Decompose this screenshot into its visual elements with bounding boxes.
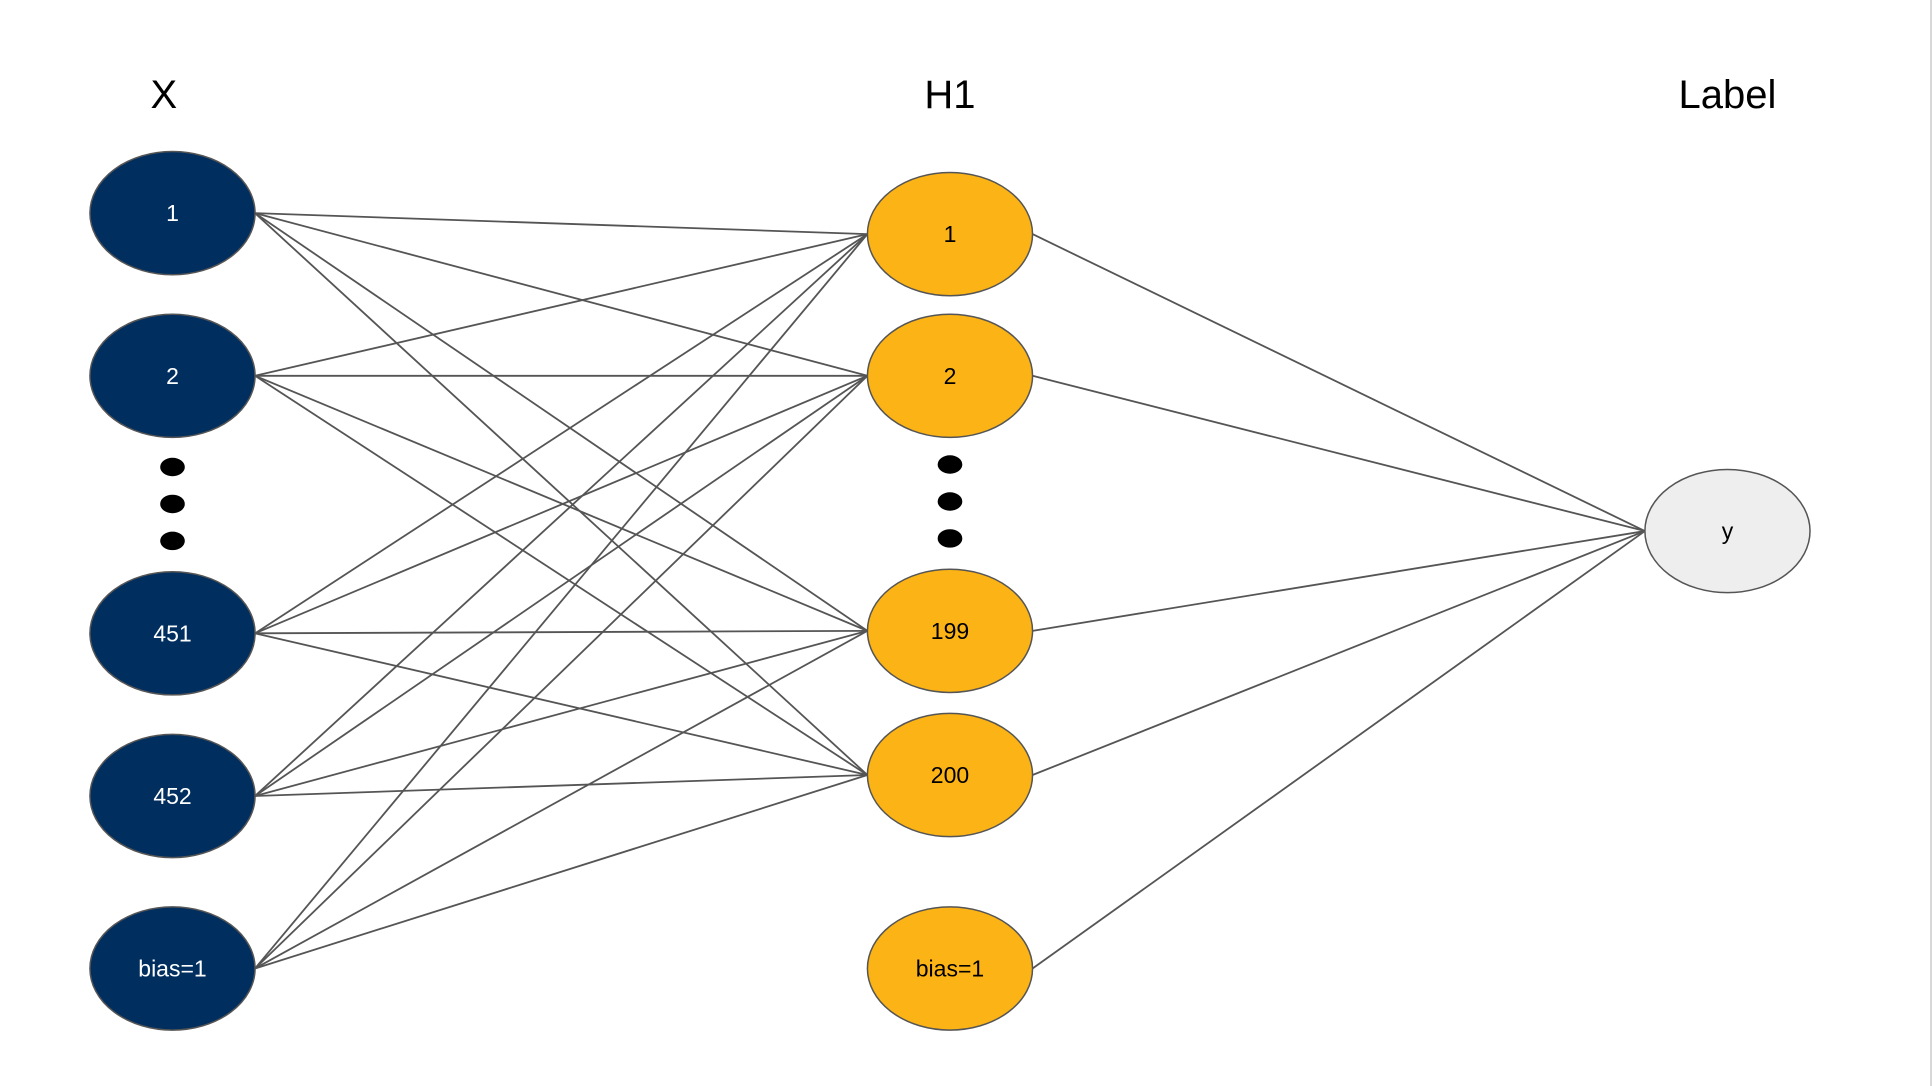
layer-title-x: X: [151, 73, 178, 117]
edge-x2-h200: [254, 375, 868, 776]
hidden-ellipsis-dot-2: [937, 492, 963, 511]
hidden-node-h199-label: 199: [931, 618, 969, 644]
input-node-x451-label: 451: [153, 620, 191, 646]
layer-title-label: Label: [1679, 73, 1777, 117]
input-node-x2-label: 2: [166, 363, 179, 389]
input-node-x451: 451: [89, 570, 256, 696]
input-node-x451-shape: [89, 570, 256, 696]
edge-x451-h199: [255, 629, 868, 635]
input-node-x2-shape: [89, 313, 256, 439]
edge-x451-h1: [254, 233, 868, 635]
hidden-node-h200-label: 200: [931, 762, 969, 788]
edge-hbias-y: [1032, 530, 1646, 970]
edge-x1-h2: [254, 212, 868, 377]
input-node-x2: 2: [89, 313, 256, 439]
input-node-x452-shape: [89, 733, 256, 859]
input-ellipsis-dot-2: [160, 494, 185, 514]
edge-x1-h200: [254, 212, 869, 776]
edge-x2-h1: [254, 233, 868, 377]
edge-xbias-h1: [254, 233, 869, 970]
edge-x1-h199: [254, 212, 868, 632]
edge-x452-h2: [254, 375, 868, 797]
hidden-node-hbias-label: bias=1: [916, 955, 984, 981]
layer-titles: X H1 Label: [151, 73, 1777, 117]
ellipsis-markers: [160, 455, 963, 551]
hidden-ellipsis-dot-1: [937, 455, 963, 474]
input-node-x1: 1: [89, 150, 256, 276]
hidden-node-h2-shape: [866, 313, 1034, 439]
input-ellipsis-dot-1: [160, 457, 185, 477]
input-node-xbias-label: bias=1: [138, 955, 206, 981]
hidden-node-h199: 199: [866, 568, 1034, 694]
output-node-y-label: y: [1722, 518, 1734, 544]
edge-h200-y: [1032, 530, 1646, 776]
input-node-xbias: bias=1: [89, 906, 256, 1031]
hidden-node-h1-shape: [866, 171, 1034, 297]
edge-xbias-h2: [254, 375, 869, 970]
edge-h199-y: [1032, 530, 1646, 632]
edge-h2-y: [1032, 374, 1646, 532]
page-edge-divider: [1930, 0, 1932, 1086]
hidden-node-h200-shape: [866, 712, 1034, 838]
edge-x452-h200: [255, 774, 868, 797]
input-node-x452: 452: [89, 733, 256, 859]
hidden-node-h1: 1: [866, 171, 1034, 297]
input-node-x1-label: 1: [166, 200, 179, 226]
edge-x452-h1: [254, 233, 869, 797]
edge-x1-h1: [255, 212, 868, 236]
hidden-node-h200: 200: [866, 712, 1034, 838]
input-node-xbias-shape: [89, 906, 256, 1031]
edge-x451-h2: [254, 374, 868, 635]
hidden-node-h1-label: 1: [944, 221, 957, 247]
hidden-node-hbias: bias=1: [866, 906, 1034, 1031]
edge-x2-h199: [254, 374, 868, 632]
edge-x452-h199: [254, 629, 868, 797]
hidden-ellipsis-dot-3: [937, 529, 963, 548]
input-node-x1-shape: [89, 150, 256, 276]
hidden-node-h2-label: 2: [944, 363, 957, 389]
input-ellipsis-dot-3: [160, 531, 185, 551]
input-node-x452-label: 452: [153, 783, 191, 809]
output-node-y-shape: [1644, 468, 1811, 594]
hidden-node-h199-shape: [866, 568, 1034, 694]
edge-xbias-h199: [254, 630, 868, 970]
connection-lines: [254, 212, 1646, 970]
hidden-node-h2: 2: [866, 313, 1034, 439]
output-node-y: y: [1644, 468, 1811, 594]
hidden-node-hbias-shape: [866, 906, 1034, 1031]
edge-x451-h200: [254, 632, 868, 776]
edge-xbias-h200: [254, 774, 868, 970]
edge-h1-y: [1032, 233, 1646, 532]
network-nodes: 1 2 451 452 bias=1 1 2 199 200 bias=1 y: [89, 150, 1811, 1031]
layer-title-h1: H1: [924, 73, 975, 117]
